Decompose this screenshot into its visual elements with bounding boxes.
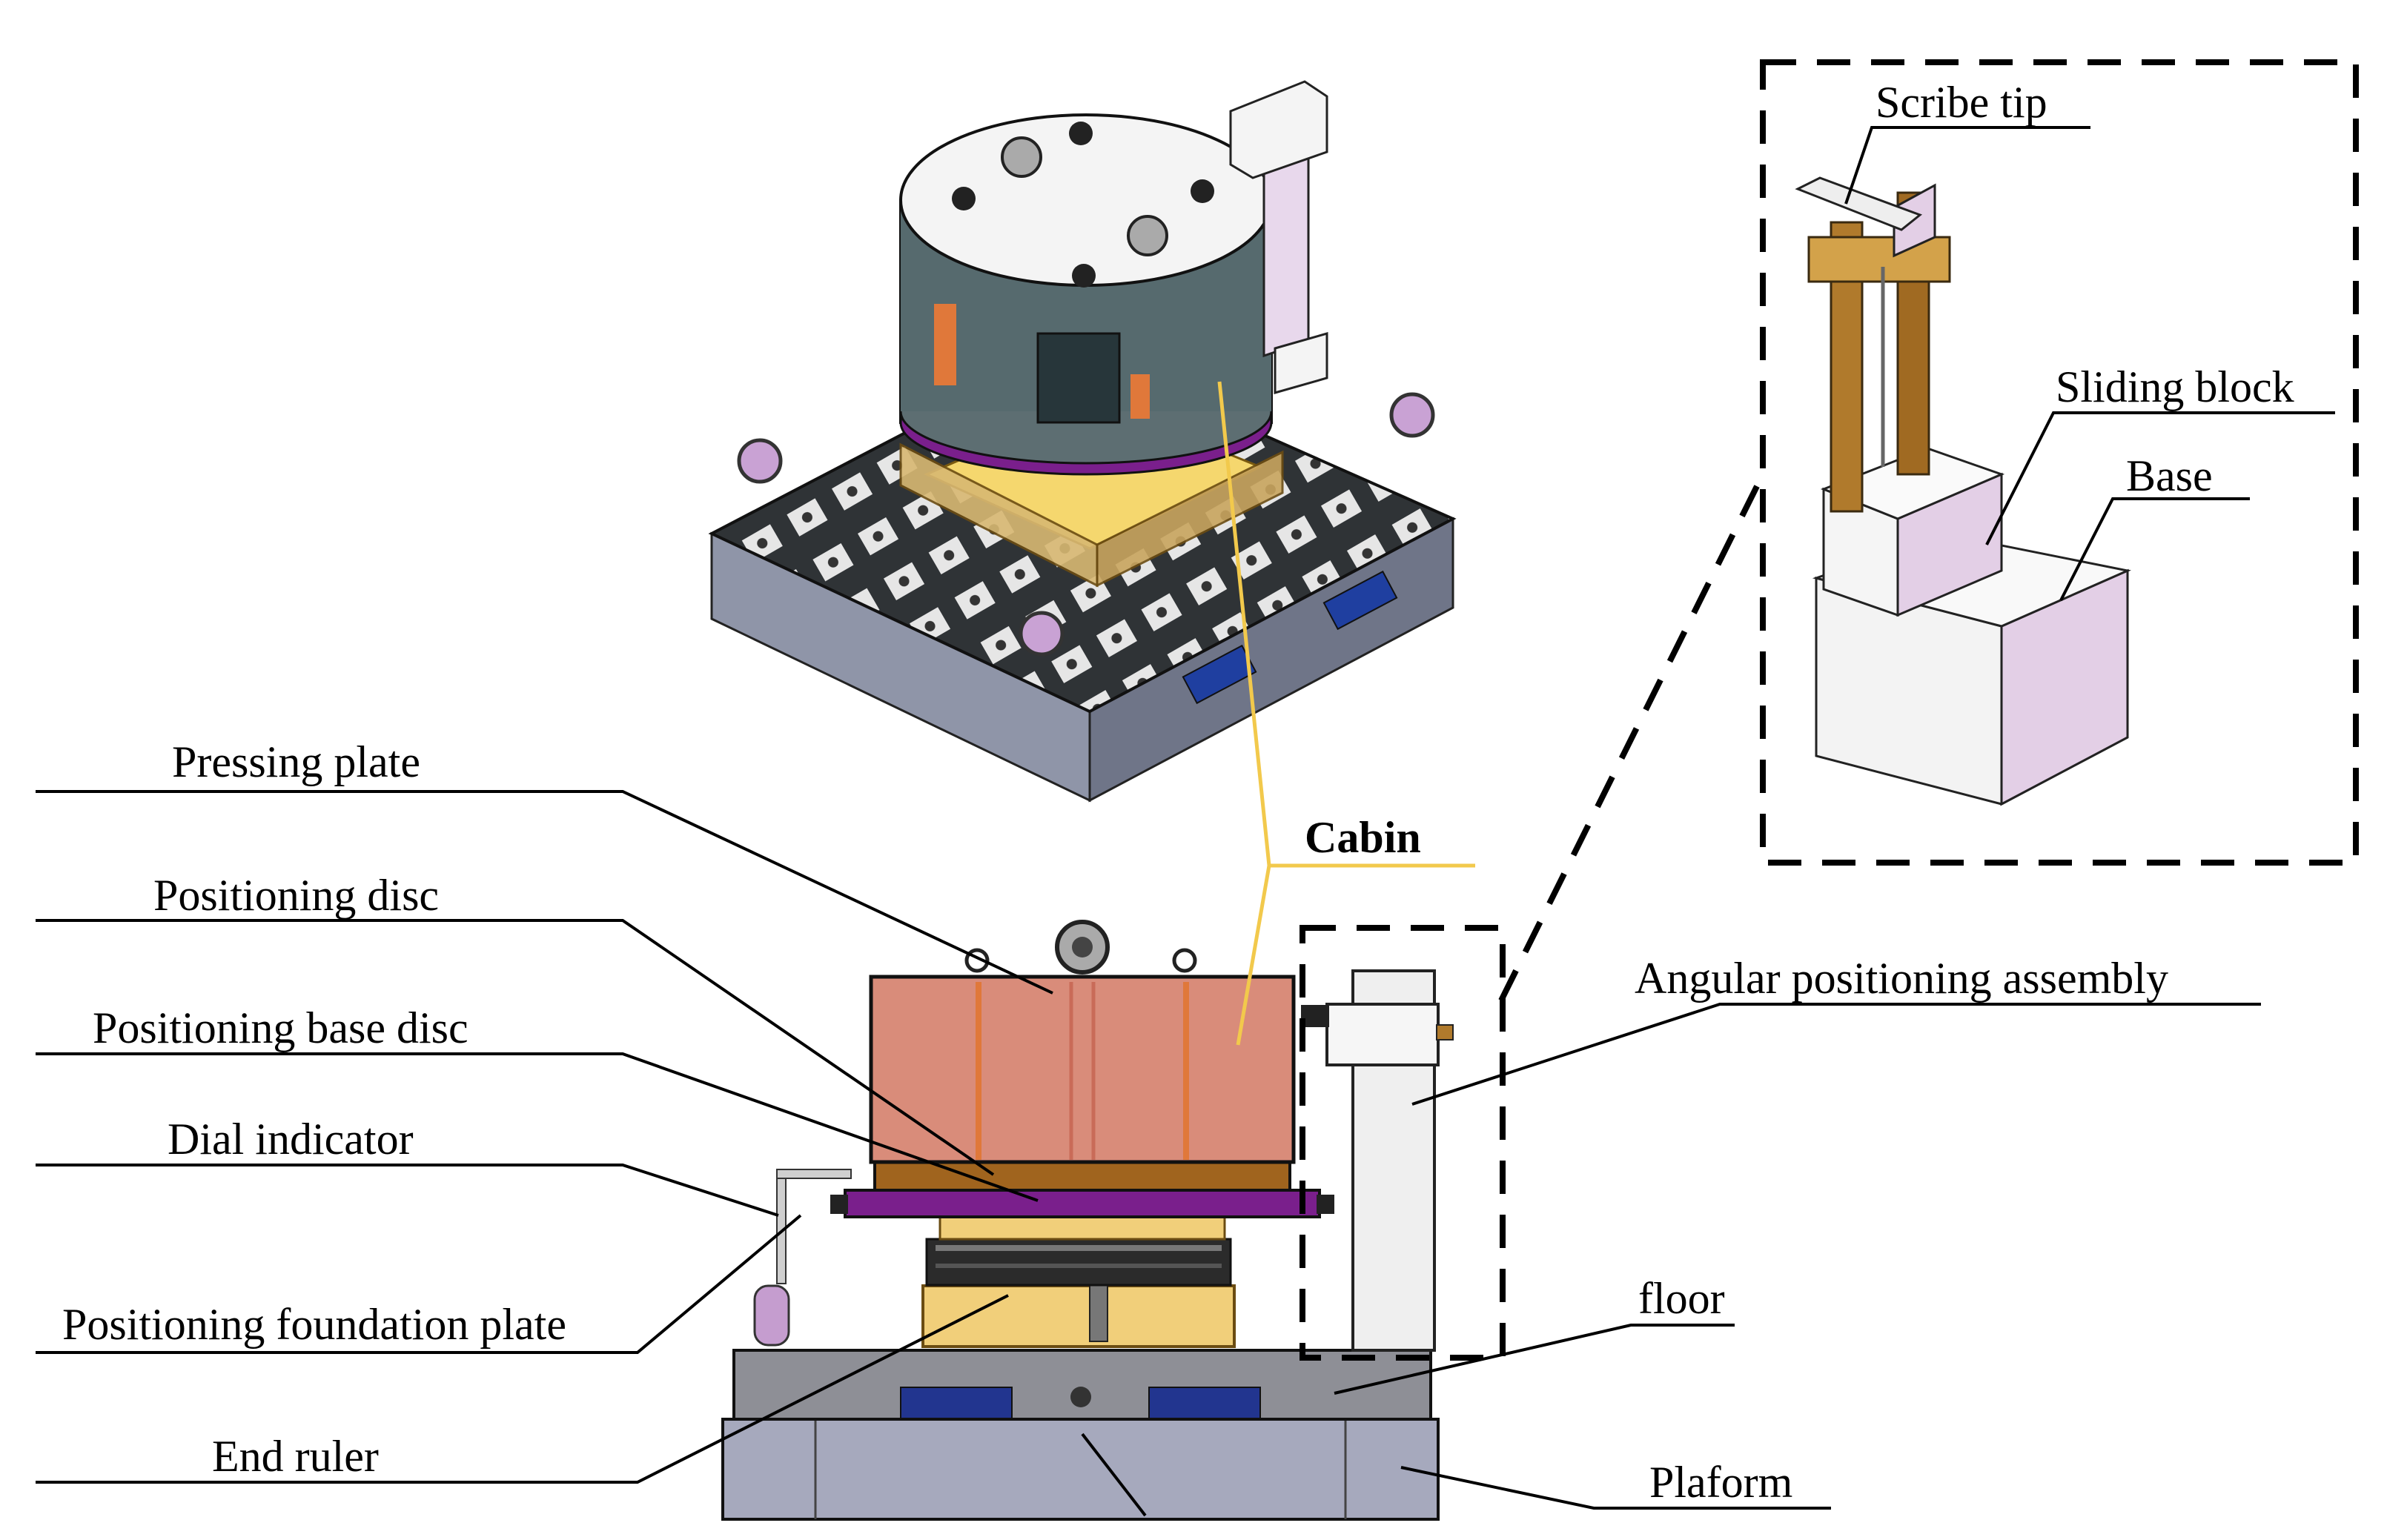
label-positioning-base-disc: Positioning base disc (93, 1003, 469, 1052)
iso-cabin-lug (1001, 136, 1042, 178)
iso-cabin-orange-panel (934, 304, 956, 385)
label-dial-indicator: Dial indicator (168, 1115, 414, 1164)
floor-eye-bolt (753, 1284, 790, 1347)
platform (721, 1418, 1440, 1521)
leader-floor (1334, 1324, 1735, 1395)
detail-frame (1760, 59, 2359, 866)
leader-dial-indicator (36, 1164, 779, 1217)
leader-angular-positioning-assembly (1411, 1003, 2261, 1106)
leader-pressing-plate (36, 790, 1053, 995)
leader-positioning-disc (36, 919, 995, 1176)
leader-base (2059, 497, 2250, 601)
angular-assembly-dashed-box (1300, 925, 1506, 1361)
iso-angular-foot (1274, 332, 1328, 394)
leader-platform (1400, 1466, 1831, 1510)
positioning-base-disc (844, 1189, 1321, 1218)
label-base: Base (2126, 451, 2213, 500)
label-cabin: Cabin (1305, 813, 1421, 862)
label-positioning-foundation-plate: Positioning foundation plate (62, 1300, 566, 1349)
blue-clamp (900, 1387, 1013, 1419)
positioning-base-disc-plate (938, 1214, 1226, 1241)
leader-scribe-tip (1844, 126, 2090, 205)
iso-cabin-window (1036, 332, 1121, 424)
center-bolt (1070, 1387, 1091, 1407)
iso-eye-bolt (737, 438, 783, 484)
iso-cabin-orange-panel (1130, 374, 1150, 419)
label-platform: Plaform (1649, 1458, 1793, 1507)
iso-eye-bolt (1019, 611, 1065, 657)
iso-cabin-hole (1191, 179, 1214, 203)
iso-blue-block (1322, 570, 1398, 631)
iso-eye-bolt (1389, 392, 1435, 438)
iso-cabin-hole (1072, 264, 1096, 288)
label-floor: floor (1638, 1274, 1725, 1323)
detail-connector-line (1498, 473, 1766, 1002)
isometric-fixture (708, 80, 1457, 803)
label-positioning-disc: Positioning disc (153, 871, 440, 920)
leader-end-ruler (36, 1294, 1009, 1484)
detail-callout (1300, 473, 1766, 1361)
iso-angular-head (1229, 80, 1328, 179)
leader-positioning-base-disc (36, 1052, 1039, 1202)
label-sliding-block: Sliding block (2056, 362, 2294, 411)
label-end-ruler: End ruler (212, 1432, 379, 1481)
angular-positioning-head (1325, 1003, 1440, 1066)
label-angular-positioning-assembly: Angular positioning assembly (1635, 954, 2168, 1003)
positioning-foundation-plate (921, 1284, 1236, 1348)
floor-plate (732, 1349, 1432, 1421)
detail-scribe-tip (1795, 176, 1923, 231)
iso-support-frame (1096, 450, 1284, 588)
blue-clamp (1148, 1387, 1261, 1419)
leader-sliding-block (1985, 411, 2335, 545)
label-pressing-plate: Pressing plate (172, 737, 420, 786)
detail-view (1760, 59, 2359, 866)
label-scribe-tip: Scribe tip (1876, 78, 2047, 127)
front-view-assembly (721, 920, 1454, 1521)
iso-cabin-hole (1069, 122, 1093, 145)
iso-cabin-hole (952, 187, 976, 210)
leader-lines (36, 126, 2335, 1517)
cabin-front (869, 975, 1296, 1164)
iso-cabin-lug (1127, 215, 1168, 256)
cabin-leader (1217, 381, 1475, 1046)
leader-positioning-foundation-plate (36, 1214, 802, 1354)
